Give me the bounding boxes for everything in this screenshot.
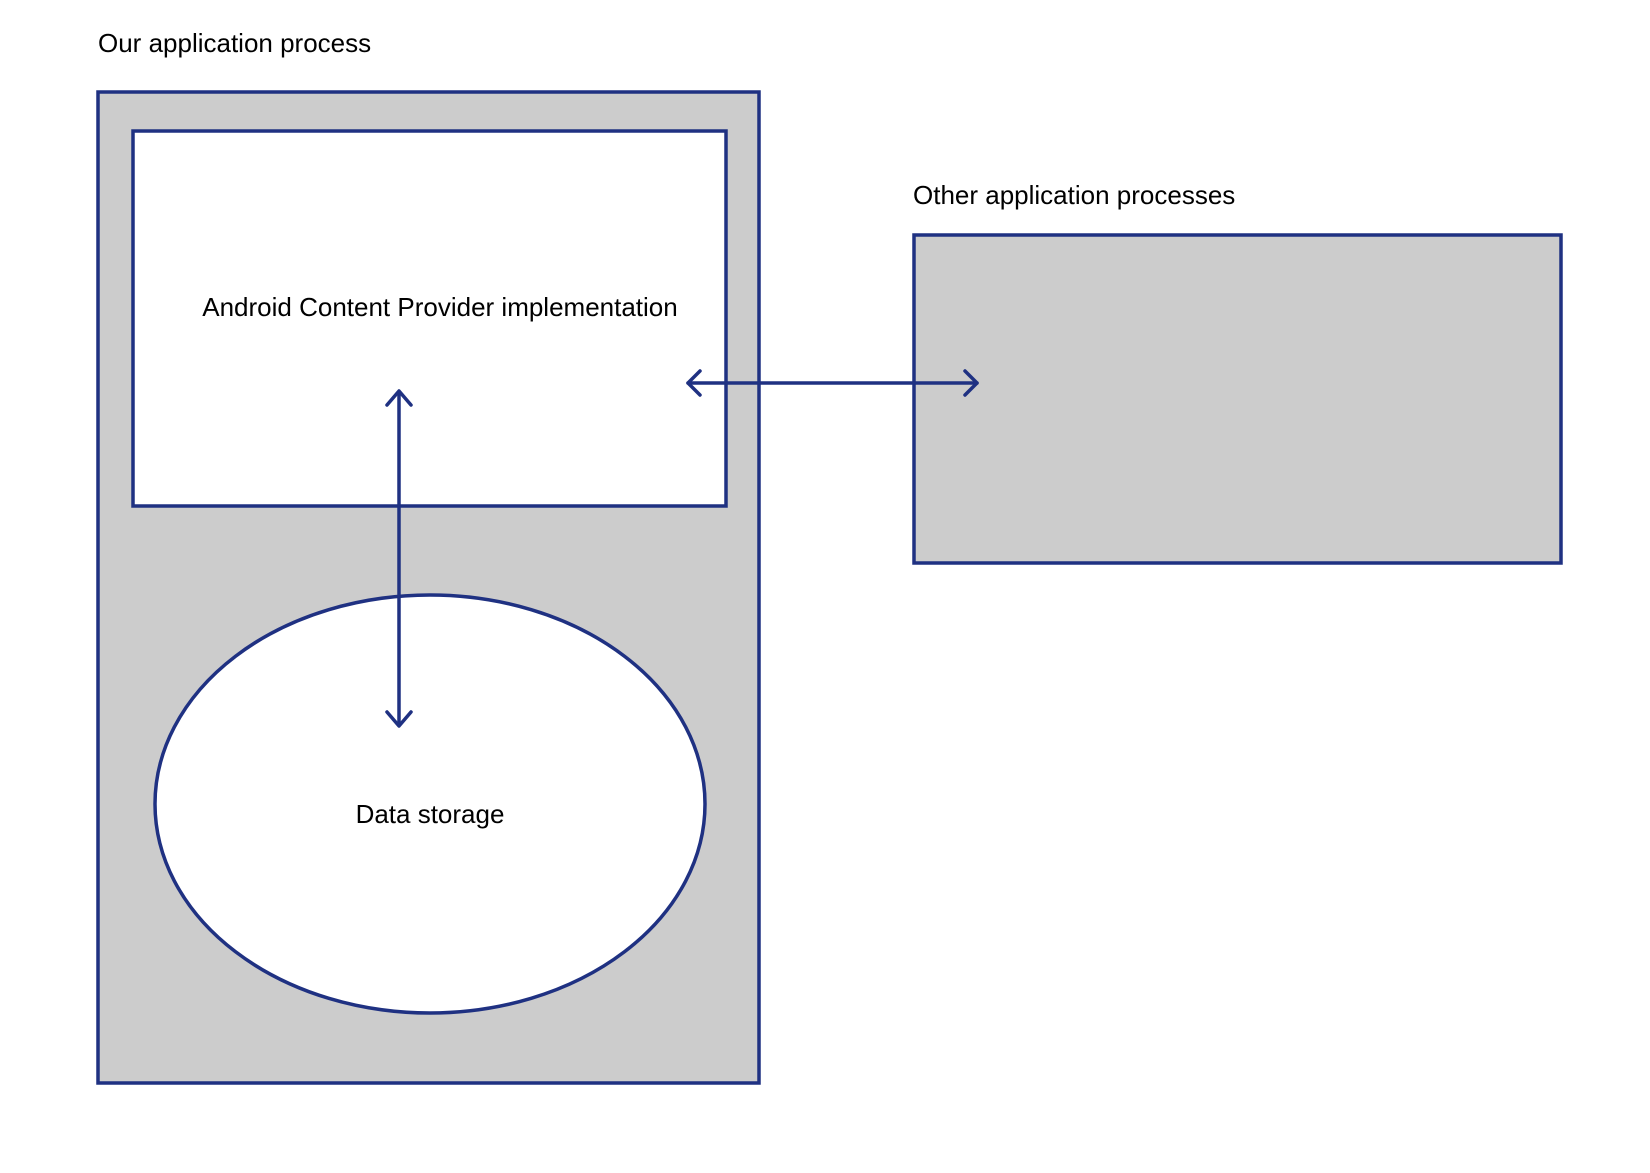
other-processes-label: Other application processes [913,180,1235,210]
content-provider-label: Android Content Provider implementation [202,292,677,322]
arrowhead-up [385,389,413,407]
arrowhead-right [963,369,979,397]
horizontal-double-arrow [686,369,979,397]
data-storage-label: Data storage [356,799,505,829]
data-storage-ellipse [153,593,707,1015]
arrowhead-down [385,710,413,728]
our-process-label: Our application process [98,28,371,58]
arrowhead-left [686,369,702,397]
other-processes-box [912,233,1563,565]
vertical-double-arrow [385,389,413,728]
content-provider-box [131,129,728,508]
